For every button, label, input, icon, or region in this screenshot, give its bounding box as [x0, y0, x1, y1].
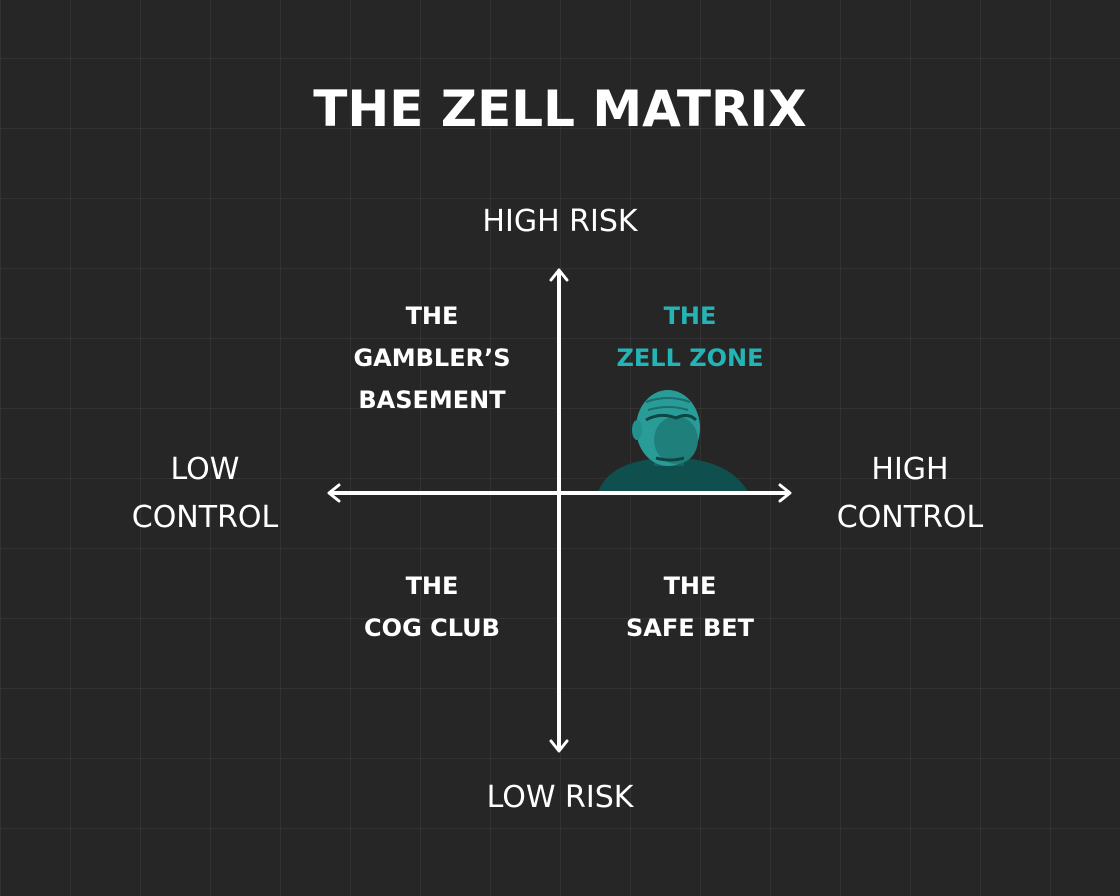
quadrant-gamblers-basement: THE GAMBLER’S BASEMENT [322, 295, 542, 421]
portrait-brow [645, 413, 698, 422]
axis-label-high-risk: HIGH RISK [460, 198, 660, 246]
axis-label-high-control: HIGH CONTROL [805, 446, 1015, 542]
quadrant-cog-club-line2: COG CLUB [364, 614, 500, 642]
arrow-right-icon [778, 483, 792, 503]
axis-label-high-control-line1: HIGH [871, 452, 949, 487]
quadrant-safe-bet: THE SAFE BET [580, 565, 800, 649]
quadrant-zell-zone-line1: THE [663, 302, 717, 330]
arrow-left-icon [327, 483, 341, 503]
axis-label-low-risk-text: LOW RISK [486, 780, 634, 815]
page-title: THE ZELL MATRIX [313, 80, 807, 138]
arrow-down-icon [549, 739, 569, 753]
portrait-illustration [598, 390, 748, 492]
axis-label-low-control: LOW CONTROL [100, 446, 310, 542]
quadrant-safe-bet-line1: THE [663, 572, 717, 600]
portrait-face-shadow [654, 416, 698, 464]
quadrant-safe-bet-line2: SAFE BET [625, 614, 755, 642]
arrow-up-icon [549, 268, 569, 282]
quadrant-cog-club: THE COG CLUB [322, 565, 542, 649]
quadrant-cog-club-line1: THE [405, 572, 459, 600]
axis-label-high-risk-text: HIGH RISK [482, 204, 638, 239]
axis-label-low-control-line1: LOW [170, 452, 240, 487]
quadrant-zell-zone: THE ZELL ZONE [580, 295, 800, 379]
portrait-shoulders [598, 457, 748, 492]
axis-label-high-control-line2: CONTROL [836, 500, 984, 535]
quadrant-zell-zone-line2: ZELL ZONE [616, 344, 764, 372]
portrait-wrinkles [645, 397, 691, 411]
axis-label-low-risk: LOW RISK [460, 774, 660, 822]
quadrant-gamblers-basement-line1: THE [405, 302, 459, 330]
quadrant-gamblers-basement-line3: BASEMENT [358, 386, 506, 414]
portrait-mouth [655, 456, 685, 462]
portrait-ear-left [632, 420, 642, 440]
axis-label-low-control-line2: CONTROL [131, 500, 279, 535]
quadrant-gamblers-basement-line2: GAMBLER’S [353, 344, 511, 372]
